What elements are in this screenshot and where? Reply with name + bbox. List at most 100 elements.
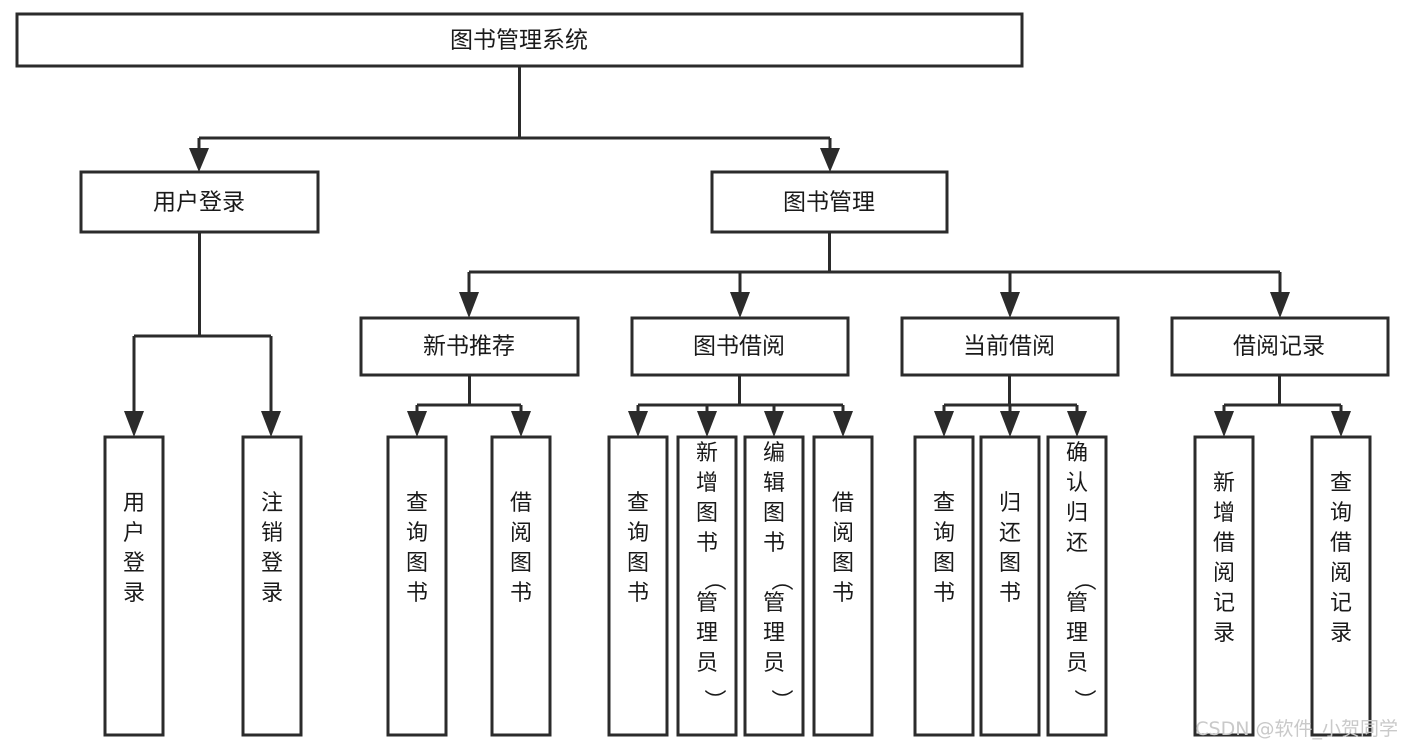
leaf-query-book-3-box[interactable] <box>913 435 975 737</box>
leaf-return-book-box[interactable] <box>979 435 1041 737</box>
svg-text:理: 理 <box>1066 621 1088 646</box>
node-new-book-recommend-box[interactable] <box>359 316 580 377</box>
svg-text:新: 新 <box>1213 471 1235 496</box>
leaf-user-login-box[interactable] <box>103 435 165 737</box>
svg-text:书: 书 <box>933 581 955 606</box>
arrow-to-leaf-query-book-1 <box>407 411 427 437</box>
svg-text:辑: 辑 <box>763 471 785 496</box>
leaf-add-record-box[interactable] <box>1193 435 1255 737</box>
svg-text:归: 归 <box>999 491 1021 516</box>
svg-text:书: 书 <box>763 531 785 556</box>
svg-text:书: 书 <box>510 581 532 606</box>
svg-text:书: 书 <box>627 581 649 606</box>
svg-text:增: 增 <box>1213 501 1235 526</box>
watermark-text: CSDN @软件_小贺同学 <box>1195 718 1398 740</box>
node-current-borrow-box[interactable] <box>900 316 1120 377</box>
node-user-login-label: 用户登录 <box>153 190 245 216</box>
svg-text:阅: 阅 <box>832 521 854 546</box>
svg-text:阅: 阅 <box>1330 561 1352 586</box>
leaf-confirm-return-box[interactable] <box>1046 435 1108 737</box>
node-book-management-box[interactable] <box>710 170 949 234</box>
svg-text:阅: 阅 <box>510 521 532 546</box>
svg-text:询: 询 <box>1330 501 1352 526</box>
arrow-to-leaf-query-record <box>1331 411 1351 437</box>
svg-text:）: ） <box>1071 689 1096 711</box>
node-new-book-recommend-label: 新书推荐 <box>423 334 515 360</box>
leaf-node-user-login[interactable]: 用户登录 <box>103 435 165 737</box>
svg-text:借: 借 <box>510 491 532 516</box>
node-root[interactable]: 图书管理系统 <box>15 12 1024 68</box>
svg-text:员: 员 <box>1066 651 1088 676</box>
leaf-query-book-2-box[interactable] <box>607 435 669 737</box>
svg-text:登: 登 <box>261 551 283 576</box>
node-book-borrow[interactable]: 图书借阅 <box>630 316 850 377</box>
svg-text:）: ） <box>701 689 726 711</box>
svg-text:录: 录 <box>1213 621 1235 646</box>
svg-text:（: （ <box>701 569 726 591</box>
svg-text:查: 查 <box>627 491 649 516</box>
node-borrow-record[interactable]: 借阅记录 <box>1170 316 1390 377</box>
svg-text:确: 确 <box>1066 441 1088 466</box>
node-current-borrow[interactable]: 当前借阅 <box>900 316 1120 377</box>
svg-text:图: 图 <box>933 551 955 576</box>
svg-text:理: 理 <box>696 621 718 646</box>
svg-text:询: 询 <box>406 521 428 546</box>
node-user-login-box[interactable] <box>79 170 320 234</box>
node-user-login[interactable]: 用户登录 <box>79 170 320 234</box>
arrow-to-leaf-borrow-book-1 <box>511 411 531 437</box>
leaf-add-book-box[interactable] <box>676 435 738 737</box>
node-book-borrow-label: 图书借阅 <box>693 334 785 360</box>
node-book-management[interactable]: 图书管理 <box>710 170 949 234</box>
svg-text:（: （ <box>1071 569 1096 591</box>
node-borrow-record-box[interactable] <box>1170 316 1390 377</box>
svg-text:询: 询 <box>627 521 649 546</box>
svg-text:）: ） <box>768 689 793 711</box>
leaf-query-book-1-box[interactable] <box>386 435 448 737</box>
svg-text:管: 管 <box>696 591 718 616</box>
svg-text:图: 图 <box>696 501 718 526</box>
svg-text:书: 书 <box>999 581 1021 606</box>
svg-text:录: 录 <box>123 581 145 606</box>
svg-text:图: 图 <box>627 551 649 576</box>
svg-text:员: 员 <box>696 651 718 676</box>
svg-text:理: 理 <box>763 621 785 646</box>
svg-text:录: 录 <box>261 581 283 606</box>
svg-text:借: 借 <box>1330 531 1352 556</box>
leaf-edit-book-box[interactable] <box>743 435 805 737</box>
node-book-borrow-box[interactable] <box>630 316 850 377</box>
leaf-borrow-book-2-box[interactable] <box>812 435 874 737</box>
arrow-to-leaf-return-book <box>1000 411 1020 437</box>
node-current-borrow-label: 当前借阅 <box>963 334 1055 360</box>
svg-text:书: 书 <box>696 531 718 556</box>
svg-text:编: 编 <box>763 441 785 466</box>
arrow-to-leaf-logout-login <box>261 411 281 437</box>
leaf-logout-login-box[interactable] <box>241 435 303 737</box>
leaf-query-record-box[interactable] <box>1310 435 1372 737</box>
leaf-borrow-book-1-box[interactable] <box>490 435 552 737</box>
node-new-book-recommend[interactable]: 新书推荐 <box>359 316 580 377</box>
arrow-to-leaf-user-login <box>124 411 144 437</box>
svg-text:图: 图 <box>406 551 428 576</box>
svg-text:图: 图 <box>763 501 785 526</box>
node-root-box[interactable] <box>15 12 1024 68</box>
